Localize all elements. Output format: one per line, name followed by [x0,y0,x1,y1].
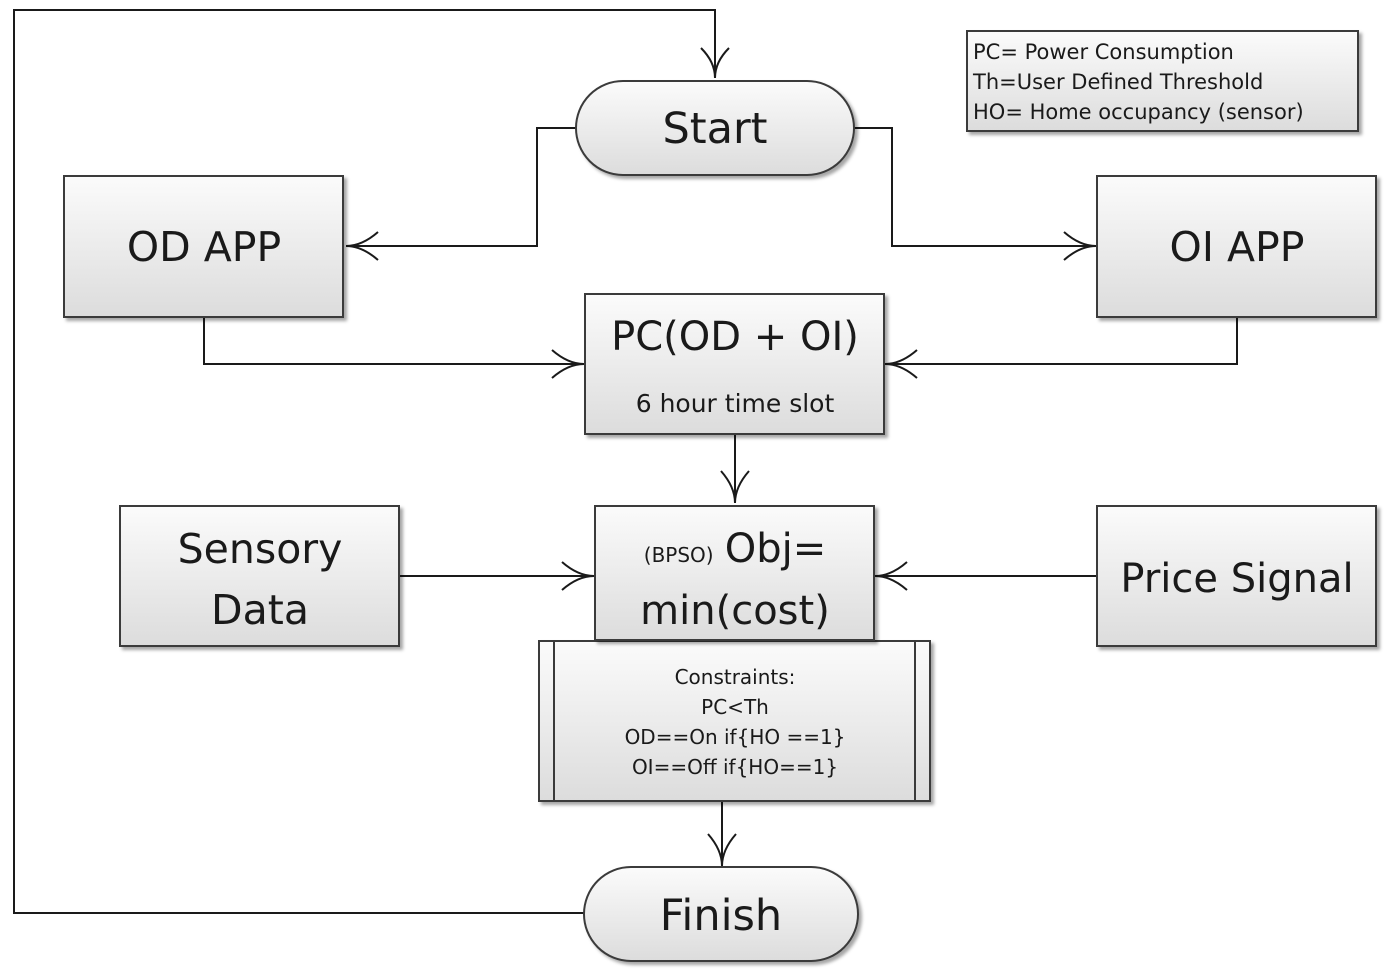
legend-line: PC= Power Consumption [973,40,1234,64]
edge-finish-to-start-loop [13,9,716,914]
svg-text:(BPSO) Obj=: (BPSO) Obj= [644,526,826,572]
pc-process: PC(OD + OI) 6 hour time slot [584,293,885,435]
oi-app-process: OI APP [1096,175,1377,318]
constraints-line: OI==Off if{HO==1} [632,755,838,779]
pc-title: PC(OD + OI) [611,314,859,360]
arrowhead-into-start [700,47,730,79]
od-app-process: OD APP [63,175,344,318]
sensory-data-process: Sensory Data [119,505,400,647]
finish-label: Finish [660,891,782,941]
sensory-line2: Data [211,586,309,634]
constraints-process: Constraints: PC<Th OD==On if{HO ==1} OI=… [538,640,931,802]
constraints-line: Constraints: [675,665,796,689]
pc-subtitle: 6 hour time slot [636,389,835,418]
od-app-label: OD APP [127,223,281,271]
arrowhead-into-objective-top [720,470,750,504]
sensory-line1: Sensory [178,525,343,573]
edge-od-app-to-pc [203,318,584,365]
edge-start-to-od-app [346,127,576,247]
oi-app-label: OI APP [1170,223,1305,271]
price-signal-process: Price Signal [1096,505,1377,647]
legend-line: HO= Home occupancy (sensor) [973,100,1304,124]
constraints-line: OD==On if{HO ==1} [625,725,846,749]
finish-terminator: Finish [583,866,859,962]
edge-oi-app-to-pc [885,318,1238,365]
objective-line2: min(cost) [640,588,830,634]
start-terminator: Start [575,80,855,176]
legend-line: Th=User Defined Threshold [972,70,1263,94]
constraints-line: PC<Th [701,695,769,719]
objective-process: (BPSO) Obj= min(cost) [594,505,875,641]
edge-start-to-oi-app [854,127,1096,247]
arrowhead-into-od-app [345,231,379,261]
objective-line1: Obj= [725,526,827,572]
legend-box: PC= Power Consumption Th=User Defined Th… [966,30,1359,132]
start-label: Start [662,104,767,154]
price-signal-label: Price Signal [1120,556,1353,602]
objective-prefix: (BPSO) [644,543,714,567]
